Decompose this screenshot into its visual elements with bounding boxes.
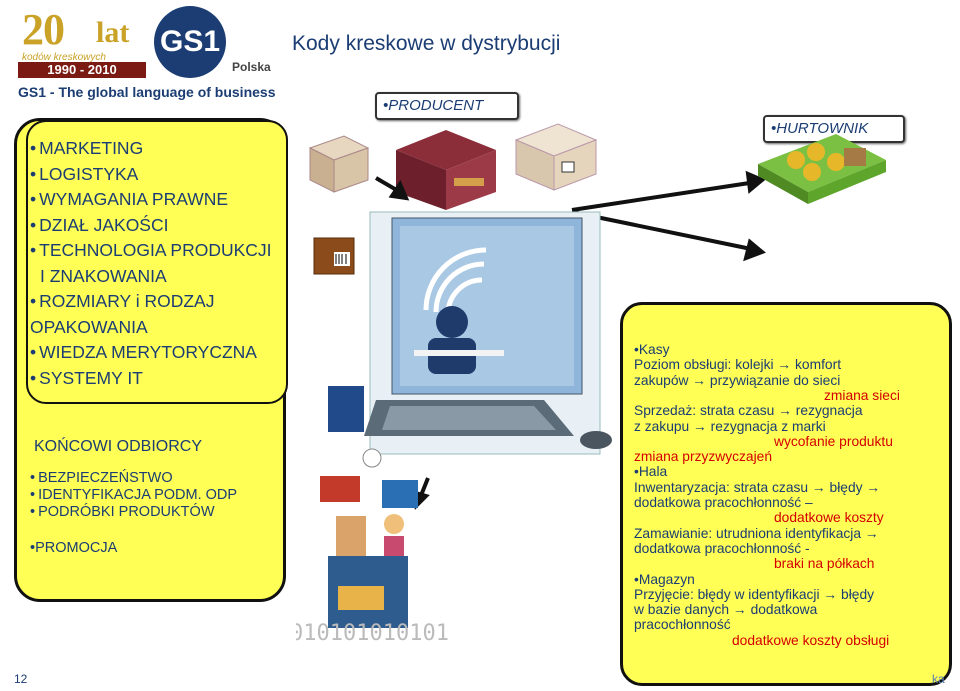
wholesaler-warehouse-icon bbox=[758, 134, 886, 204]
list-item: braki na półkach bbox=[774, 556, 875, 572]
logo-number: 20 bbox=[22, 5, 65, 54]
restaurant-icon bbox=[320, 386, 418, 508]
list-item: dodatkowe koszty bbox=[774, 510, 884, 526]
list-item: Poziom obsługi: kolejki → komfort bbox=[634, 357, 842, 373]
list-item: •Magazyn bbox=[634, 571, 695, 587]
list-item: •SYSTEMY IT bbox=[30, 367, 143, 388]
list-item: •Hala bbox=[634, 464, 668, 480]
end-customers-heading: KOŃCOWI ODBIORCY bbox=[34, 438, 203, 455]
logo-tagline: GS1 - The global language of business bbox=[18, 84, 276, 100]
list-item: •BEZPIECZEŃSTWO bbox=[30, 470, 173, 486]
producer-requirements-list: •MARKETING •LOGISTYKA •WYMAGANIA PRAWNE … bbox=[30, 136, 272, 391]
wholesaler-label: •HURTOWNIK bbox=[763, 115, 905, 143]
list-item: z zakupu → rezygnacja z marki bbox=[634, 418, 826, 434]
logo-years: 1990 - 2010 bbox=[18, 62, 146, 78]
list-item: pracochłonność bbox=[634, 617, 731, 633]
cartons-icon bbox=[308, 135, 370, 193]
promotion-item: •PROMOCJA bbox=[30, 540, 118, 556]
list-item: zmiana przyzwyczajeń bbox=[634, 449, 773, 465]
list-item: Przyjęcie: błędy w identyfikacji → błędy bbox=[634, 586, 875, 602]
list-item: •IDENTYFIKACJA PODM. ODP bbox=[30, 487, 238, 503]
list-item: dodatkowe koszty obsługi bbox=[732, 632, 890, 648]
slide-title: Kody kreskowe w dystrybucji bbox=[292, 32, 561, 55]
list-item: dodatkowa pracochłonność – bbox=[634, 495, 813, 510]
end-customers-list: •BEZPIECZEŃSTWO •IDENTYFIKACJA PODM. ODP… bbox=[30, 470, 237, 521]
page-number: 12 bbox=[14, 672, 28, 686]
list-item: •ROZMIARY i RODZAJ bbox=[30, 291, 215, 311]
list-item: Sprzedaż: strata czasu → rezygnacja bbox=[634, 403, 863, 419]
list-item: I ZNAKOWANIA bbox=[40, 265, 167, 286]
list-item: Zamawianie: utrudniona identyfikacja → bbox=[634, 525, 879, 541]
gs1-brand-mark: GS1 bbox=[154, 6, 226, 78]
list-item: •LOGISTYKA bbox=[30, 163, 139, 184]
footer-fragment: ka bbox=[932, 672, 945, 686]
list-item: wycofanie produktu bbox=[774, 433, 893, 449]
list-item: •DZIAŁ JAKOŚCI bbox=[30, 214, 169, 235]
list-item: •TECHNOLOGIA PRODUKCJI bbox=[30, 240, 272, 260]
list-item: •Kasy bbox=[634, 342, 670, 357]
list-item: •MARKETING bbox=[30, 138, 144, 158]
producer-label: •PRODUCENT bbox=[375, 92, 519, 120]
list-item: •WIEDZA MERYTORYCZNA bbox=[30, 342, 257, 362]
barcode-box-icon bbox=[313, 237, 355, 275]
factory-icon bbox=[396, 130, 496, 210]
pallet-boxes-icon bbox=[514, 123, 598, 191]
producer-requirements-box bbox=[26, 120, 288, 404]
logo-suffix: lat bbox=[96, 16, 130, 49]
list-item: zakupów → przywiązanie do sieci bbox=[634, 372, 841, 388]
logo-subtitle: kodów kreskowych bbox=[22, 52, 106, 63]
list-item: Inwentaryzacja: strata czasu → błędy → bbox=[634, 479, 881, 495]
distribution-illustration: 010101010101 bbox=[296, 123, 886, 646]
retail-problems-box bbox=[620, 302, 952, 686]
list-item: OPAKOWANIA bbox=[30, 316, 148, 337]
list-item: w bazie danych → dodatkowa bbox=[634, 602, 818, 618]
gs1-anniversary-logo: 20 lat kodów kreskowych 1990 - 2010 GS1 … bbox=[18, 4, 278, 104]
computer-workstation-icon bbox=[364, 211, 612, 455]
cooking-icon bbox=[328, 556, 408, 628]
barcode-digits-decoration: 010101010101 bbox=[296, 621, 449, 646]
list-item: dodatkowa pracochłonność - bbox=[634, 540, 810, 556]
list-item: •PODRÓBKI PRODUKTÓW bbox=[30, 504, 215, 520]
list-item: zmiana sieci bbox=[824, 387, 900, 403]
logo-country: Polska bbox=[232, 60, 271, 74]
list-item: •WYMAGANIA PRAWNE bbox=[30, 189, 229, 209]
